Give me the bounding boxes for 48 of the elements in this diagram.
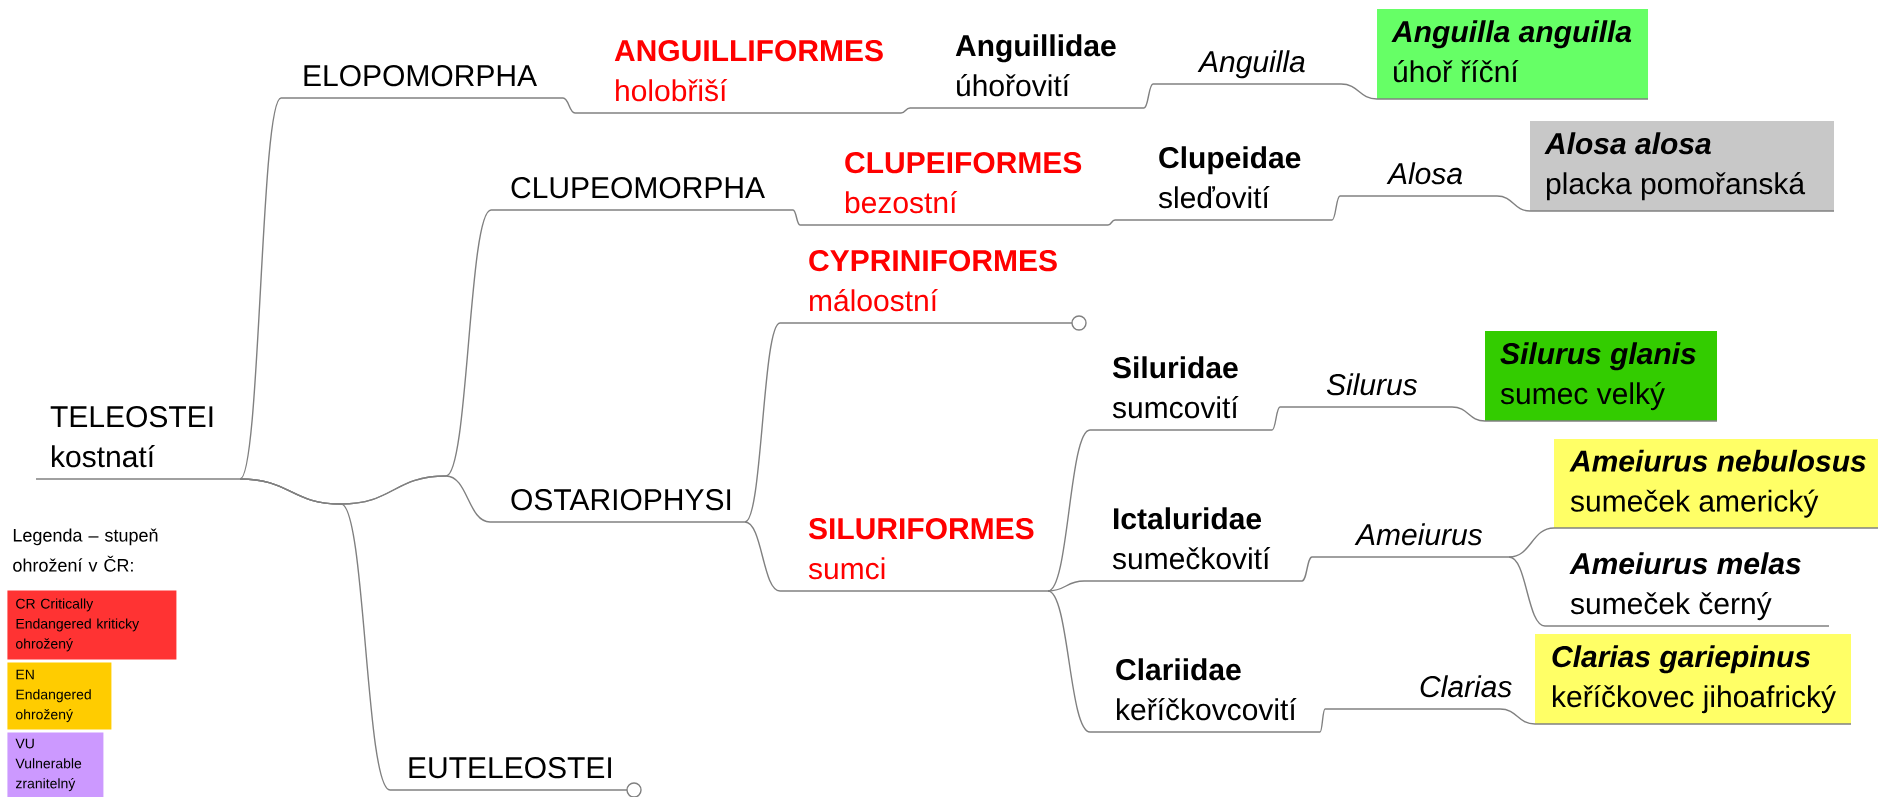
branch-line bbox=[1143, 83, 1154, 109]
branch-label: EUTELEOSTEI bbox=[389, 757, 642, 797]
branch-line bbox=[239, 97, 282, 480]
branch-line bbox=[1319, 708, 1326, 733]
branch-label: CYPRINIFORMES máloostní bbox=[779, 250, 1087, 331]
branch-line bbox=[562, 97, 576, 114]
species-box: Anguilla anguilla úhoř říční bbox=[1376, 9, 1649, 100]
branch-label: OSTARIOPHYSI bbox=[489, 489, 746, 523]
species-box: Silurus glanis sumec velký bbox=[1484, 331, 1718, 422]
branch-label: Clariidae keříčkovcovití bbox=[1089, 658, 1321, 733]
species-box: Alosa alosa placka pomořanská bbox=[1529, 121, 1835, 212]
branch-line bbox=[1271, 406, 1281, 431]
branch-label: SILURIFORMES sumci bbox=[779, 518, 1049, 592]
branch-label: Clupeidae sleďovití bbox=[1114, 146, 1333, 221]
legend-heading: Legenda – stupeň ohrožení v ČR: bbox=[13, 528, 158, 572]
branch-label: Siluridae sumcovití bbox=[1089, 356, 1273, 431]
branch-line bbox=[1508, 527, 1555, 558]
branch-line bbox=[1451, 406, 1486, 422]
branch-line bbox=[1047, 429, 1091, 592]
branch-label: Anguilla bbox=[1152, 50, 1342, 85]
branch-line bbox=[744, 322, 781, 523]
branch-line bbox=[1340, 83, 1378, 100]
branch-label: CLUPEOMORPHA bbox=[490, 177, 794, 211]
branch-line bbox=[1047, 590, 1091, 733]
branch-line bbox=[1499, 708, 1536, 725]
branch-label: CLUPEIFORMES bezostní bbox=[799, 152, 1109, 226]
branch-line bbox=[1496, 195, 1531, 212]
branch-label: Ictaluridae sumečkovití bbox=[1083, 507, 1303, 582]
branch-label: Silurus bbox=[1279, 373, 1453, 408]
branch-label: ANGUILLIFORMES holobřiší bbox=[574, 40, 902, 114]
branch-line bbox=[1301, 556, 1313, 582]
branch-line bbox=[1047, 580, 1085, 592]
species-box: Ameiurus nebulosus sumeček americký bbox=[1553, 439, 1878, 529]
branch-label: Anguillidae úhořovití bbox=[909, 34, 1145, 109]
branch-line bbox=[1107, 219, 1116, 226]
branch-label: Ameiurus bbox=[1311, 523, 1510, 558]
branch-line bbox=[792, 209, 801, 226]
branch-label: Alosa bbox=[1339, 162, 1498, 197]
branch-label: TELEOSTEI kostnatí bbox=[35, 406, 241, 480]
branch-label: ELOPOMORPHA bbox=[280, 65, 564, 99]
branch-line bbox=[1331, 195, 1341, 221]
branch-line bbox=[239, 478, 391, 791]
branch-label: Clarias bbox=[1324, 675, 1512, 710]
branch-line bbox=[900, 107, 911, 114]
branch-line bbox=[744, 521, 781, 592]
branch-label: Ameiurus melas sumeček černý bbox=[1544, 552, 1830, 627]
branch-line bbox=[1508, 556, 1546, 627]
species-box: Clarias gariepinus keříčkovec jihoafrický bbox=[1534, 634, 1852, 725]
